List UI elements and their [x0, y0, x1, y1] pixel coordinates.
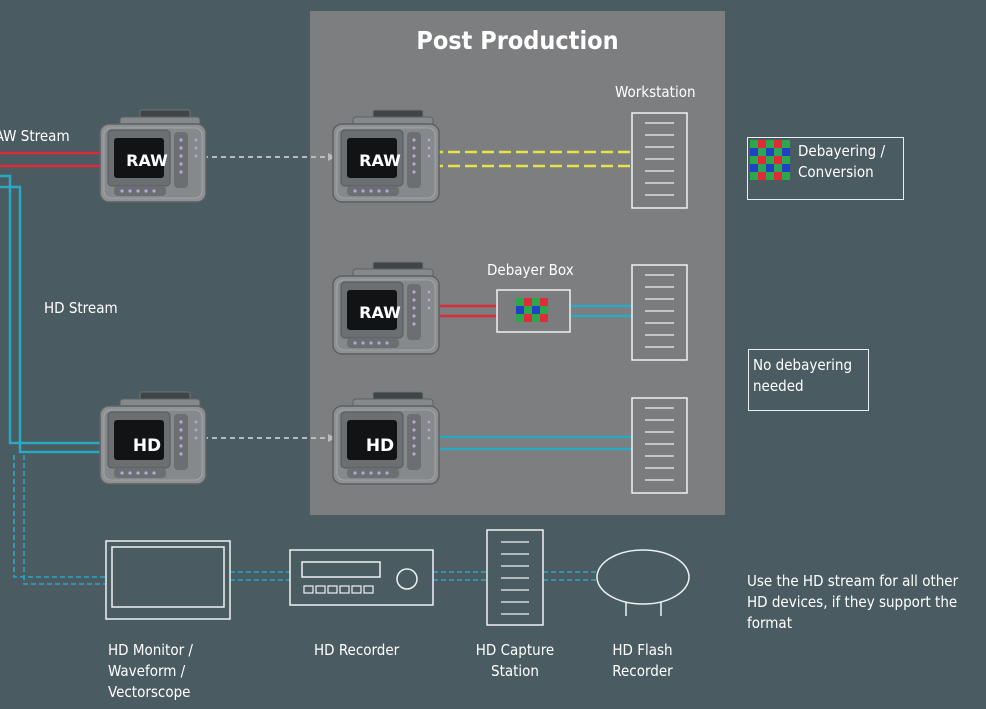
- svg-text:RAW: RAW: [359, 303, 401, 322]
- hd-devices-note-line-2: HD devices, if they support the: [747, 593, 958, 611]
- debayering-note: Debayering / Conversion: [747, 137, 904, 200]
- hd-camera-source: HD: [99, 391, 207, 485]
- raw-camera-post-1: RAW: [332, 109, 440, 203]
- workstation-icon-1: [631, 112, 688, 209]
- arrow-head-hd: [328, 434, 336, 442]
- raw-camera-source: RAW: [99, 109, 207, 203]
- hd-devices-note-line-3: format: [747, 614, 792, 632]
- bayer-pattern-icon: [750, 140, 790, 180]
- hd-capture-station-icon: [486, 529, 544, 626]
- debayering-note-line-1: Debayering /: [798, 142, 886, 160]
- hd-recorder-label-line-1: HD Recorder: [314, 641, 400, 659]
- hd-flash-recorder-icon: [596, 549, 690, 616]
- hd-devices-note-line-1: Use the HD stream for all other: [747, 572, 959, 590]
- debayer-box-label: Debayer Box: [487, 261, 574, 279]
- hd-capture-label: HD Capture Station: [465, 640, 565, 682]
- hd-flash-label-line-2: Recorder: [612, 662, 673, 680]
- hd-flash-label: HD Flash Recorder: [595, 640, 690, 682]
- hd-monitor-label-line-1: HD Monitor /: [108, 641, 193, 659]
- hd-capture-label-line-2: Station: [491, 662, 539, 680]
- hd-stream-lines: [0, 174, 106, 454]
- svg-text:RAW: RAW: [359, 151, 401, 170]
- hd-monitor-label-line-3: Vectorscope: [108, 683, 191, 701]
- post-production-title: Post Production: [416, 26, 619, 55]
- no-debayering-note-line-1: No debayering: [753, 356, 853, 374]
- hd-monitor-icon: [105, 540, 231, 620]
- hd-monitor-label-line-2: Waveform /: [108, 662, 186, 680]
- svg-text:HD: HD: [133, 436, 161, 456]
- svg-text:HD: HD: [366, 436, 394, 456]
- hd-to-workstation-lines: [431, 435, 632, 451]
- workstation-icon-2: [631, 264, 688, 361]
- hd-capture-label-line-1: HD Capture: [475, 641, 555, 659]
- workstation-icon-3: [631, 397, 688, 494]
- hd-flash-label-line-1: HD Flash: [612, 641, 673, 659]
- hd-camera-post: HD: [332, 391, 440, 485]
- debayer-to-workstation-lines: [570, 304, 632, 318]
- svg-text:RAW: RAW: [126, 151, 168, 170]
- raw-to-debayer-lines: [431, 304, 497, 318]
- raw-stream-lines: [0, 151, 106, 168]
- transfer-arrows: [203, 156, 330, 439]
- raw-camera-post-2: RAW: [332, 261, 440, 355]
- hd-devices-note: Use the HD stream for all other HD devic…: [747, 571, 958, 634]
- arrow-head-raw: [328, 153, 336, 161]
- hd-monitor-label: HD Monitor / Waveform / Vectorscope: [108, 640, 193, 703]
- debayer-box: [496, 289, 571, 333]
- no-debayering-note-line-2: needed: [753, 377, 804, 395]
- hd-recorder-label: HD Recorder: [314, 640, 399, 661]
- debayering-note-line-2: Conversion: [798, 163, 874, 181]
- hd-device-bus: [13, 455, 597, 585]
- hd-stream-label: HD Stream: [44, 299, 118, 317]
- raw-stream-label: RAW Stream: [0, 127, 70, 145]
- no-debayering-note: No debayering needed: [748, 349, 869, 411]
- workstation-label: Workstation: [615, 83, 696, 101]
- hd-recorder-icon: [289, 549, 434, 606]
